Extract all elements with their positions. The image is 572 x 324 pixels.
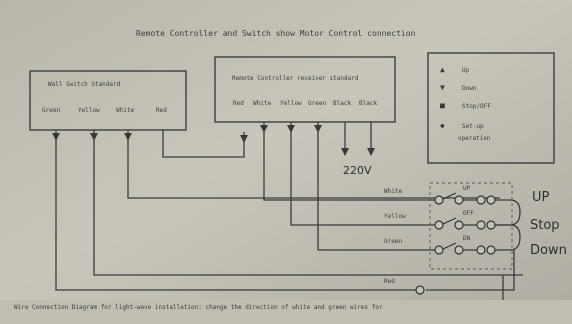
ctl-terminal-yellow: Yellow [280, 100, 302, 107]
wall-switch-box [29, 70, 187, 131]
wire-label-white: White [384, 188, 403, 195]
terminal [486, 245, 496, 255]
switch-white-wire [127, 130, 500, 199]
arrow-white [124, 133, 132, 141]
terminals [415, 195, 496, 295]
ctl-terminal-black-1: Black [333, 100, 352, 107]
legend-stop-label: Stop/OFF [462, 103, 491, 110]
wire-label-yellow: Yellow [384, 213, 406, 220]
arrow-c-white [260, 125, 268, 133]
arrow-c-yellow [287, 125, 295, 133]
terminal [434, 220, 444, 230]
controller-box [214, 56, 396, 123]
terminal [476, 220, 486, 230]
diagram-title: Remote Controller and Switch show Motor … [136, 29, 416, 38]
position-up: UP [532, 190, 550, 205]
red-wire [55, 130, 420, 291]
switch-mark-off: OFF [463, 210, 474, 217]
legend-box [427, 52, 555, 164]
terminal [454, 245, 464, 255]
arrow-yellow [90, 133, 98, 141]
ctl-terminal-green: Green [308, 100, 327, 107]
wall-switch-title: Wall Switch Standard [48, 81, 121, 88]
blade-stop [442, 217, 457, 225]
return-wire [426, 250, 515, 291]
terminal [476, 195, 486, 205]
wire-label-red: Red [384, 278, 395, 285]
footer-note: Wire Connection Diagram for light-wave i… [14, 304, 383, 311]
arrow-c-green [314, 125, 322, 133]
arrow-red-in [240, 135, 248, 143]
terminal [486, 195, 496, 205]
red-link-wire [162, 130, 245, 158]
blade-down [442, 242, 457, 250]
switch-mark-up: UP [463, 185, 471, 192]
ws-terminal-yellow: Yellow [78, 107, 100, 114]
loop-up [492, 199, 521, 226]
legend-setup-sub: operation [458, 135, 491, 142]
green-wire [317, 122, 421, 251]
terminal [434, 195, 444, 205]
legend-setup-label: Set-up [462, 123, 484, 130]
terminal-arrows [52, 125, 375, 156]
ctl-terminal-red: Red [233, 100, 244, 107]
voltage-label: 220V [343, 164, 372, 177]
ctl-terminal-white: White [253, 100, 272, 107]
footer-band [0, 300, 572, 324]
controller-title: Remote Controller receiver standard [232, 75, 359, 82]
wire-label-green: Green [384, 238, 403, 245]
legend-setup-icon: ◆ [440, 121, 445, 130]
switch-blades [442, 192, 457, 250]
switch-mark-dn: DN [463, 235, 471, 242]
terminal [454, 220, 464, 230]
ws-terminal-white: White [116, 107, 135, 114]
ws-terminal-red: Red [156, 107, 167, 114]
terminal [454, 195, 464, 205]
position-stop: Stop [530, 218, 560, 233]
legend-down-icon: ▼ [440, 83, 445, 92]
ctl-terminal-black-2: Black [359, 100, 378, 107]
terminal [415, 285, 425, 295]
yellow-wire [290, 122, 421, 226]
arrow-black-2 [367, 148, 375, 156]
legend-up-label: Up [462, 67, 470, 74]
terminal [486, 220, 496, 230]
blade-up [442, 192, 457, 200]
legend-down-label: Down [462, 85, 477, 92]
legend-up-icon: ▲ [440, 65, 445, 74]
legend-stop-icon: ■ [440, 101, 445, 110]
switch-yellow-wire [93, 130, 523, 276]
ws-terminal-green: Green [42, 107, 61, 114]
terminal [434, 245, 444, 255]
arrow-black-1 [341, 148, 349, 156]
arrow-green [52, 133, 60, 141]
terminal [476, 245, 486, 255]
white-wire [263, 122, 421, 201]
loop-down [492, 224, 521, 251]
position-down: Down [530, 243, 567, 258]
